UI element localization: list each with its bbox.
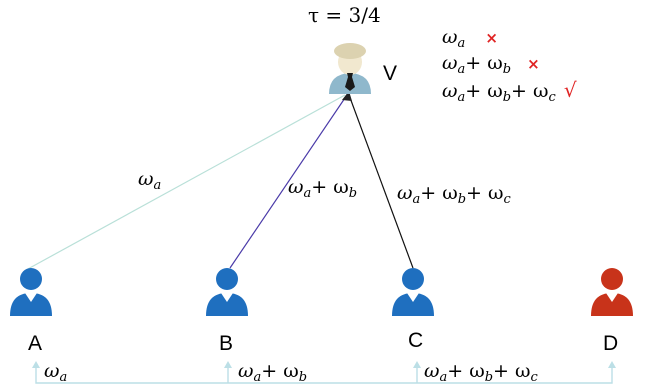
user-icon-b — [206, 268, 248, 316]
user-icon-c — [392, 268, 434, 316]
threshold-label: τ = 3/4 — [308, 3, 381, 27]
edge-label-a: ωa — [138, 168, 162, 193]
check-row-3: ωa+ ωb+ ωc √ — [442, 78, 577, 105]
cross-icon: × — [485, 29, 498, 47]
check-row-2: ωa+ ωb × — [442, 52, 540, 77]
user-letter-d: D — [603, 332, 619, 355]
user-icon-d — [591, 268, 633, 316]
bottom-label-b: ωa+ ωb — [238, 360, 308, 385]
edge-label-b: ωa+ ωb — [288, 176, 358, 201]
bus-arrow-c — [413, 361, 421, 368]
user-icon-a — [10, 268, 52, 316]
verifier-letter: V — [383, 62, 398, 85]
check-mark-icon: √ — [563, 78, 577, 102]
user-letter-a: A — [28, 332, 43, 355]
verifier-hat — [334, 43, 366, 59]
cross-icon: × — [527, 55, 540, 73]
user-letter-c: C — [408, 329, 424, 352]
bus-arrow-a — [32, 361, 40, 368]
bottom-label-c: ωa+ ωb+ ωc — [424, 360, 538, 385]
edge-c-to-v — [348, 94, 414, 269]
bus-arrow-b — [224, 361, 232, 368]
edge-a-to-v — [25, 94, 346, 271]
user-letter-b: B — [219, 332, 234, 355]
tie-icon — [345, 73, 355, 91]
verifier-icon — [329, 43, 371, 94]
bus-arrow-d — [608, 361, 616, 368]
bottom-bus — [35, 366, 613, 384]
edge-label-c: ωa+ ωb+ ωc — [397, 182, 511, 207]
check-row-1: ωa × — [442, 26, 498, 51]
bottom-label-a: ωa — [44, 360, 68, 385]
edge-b-to-v — [229, 94, 348, 269]
